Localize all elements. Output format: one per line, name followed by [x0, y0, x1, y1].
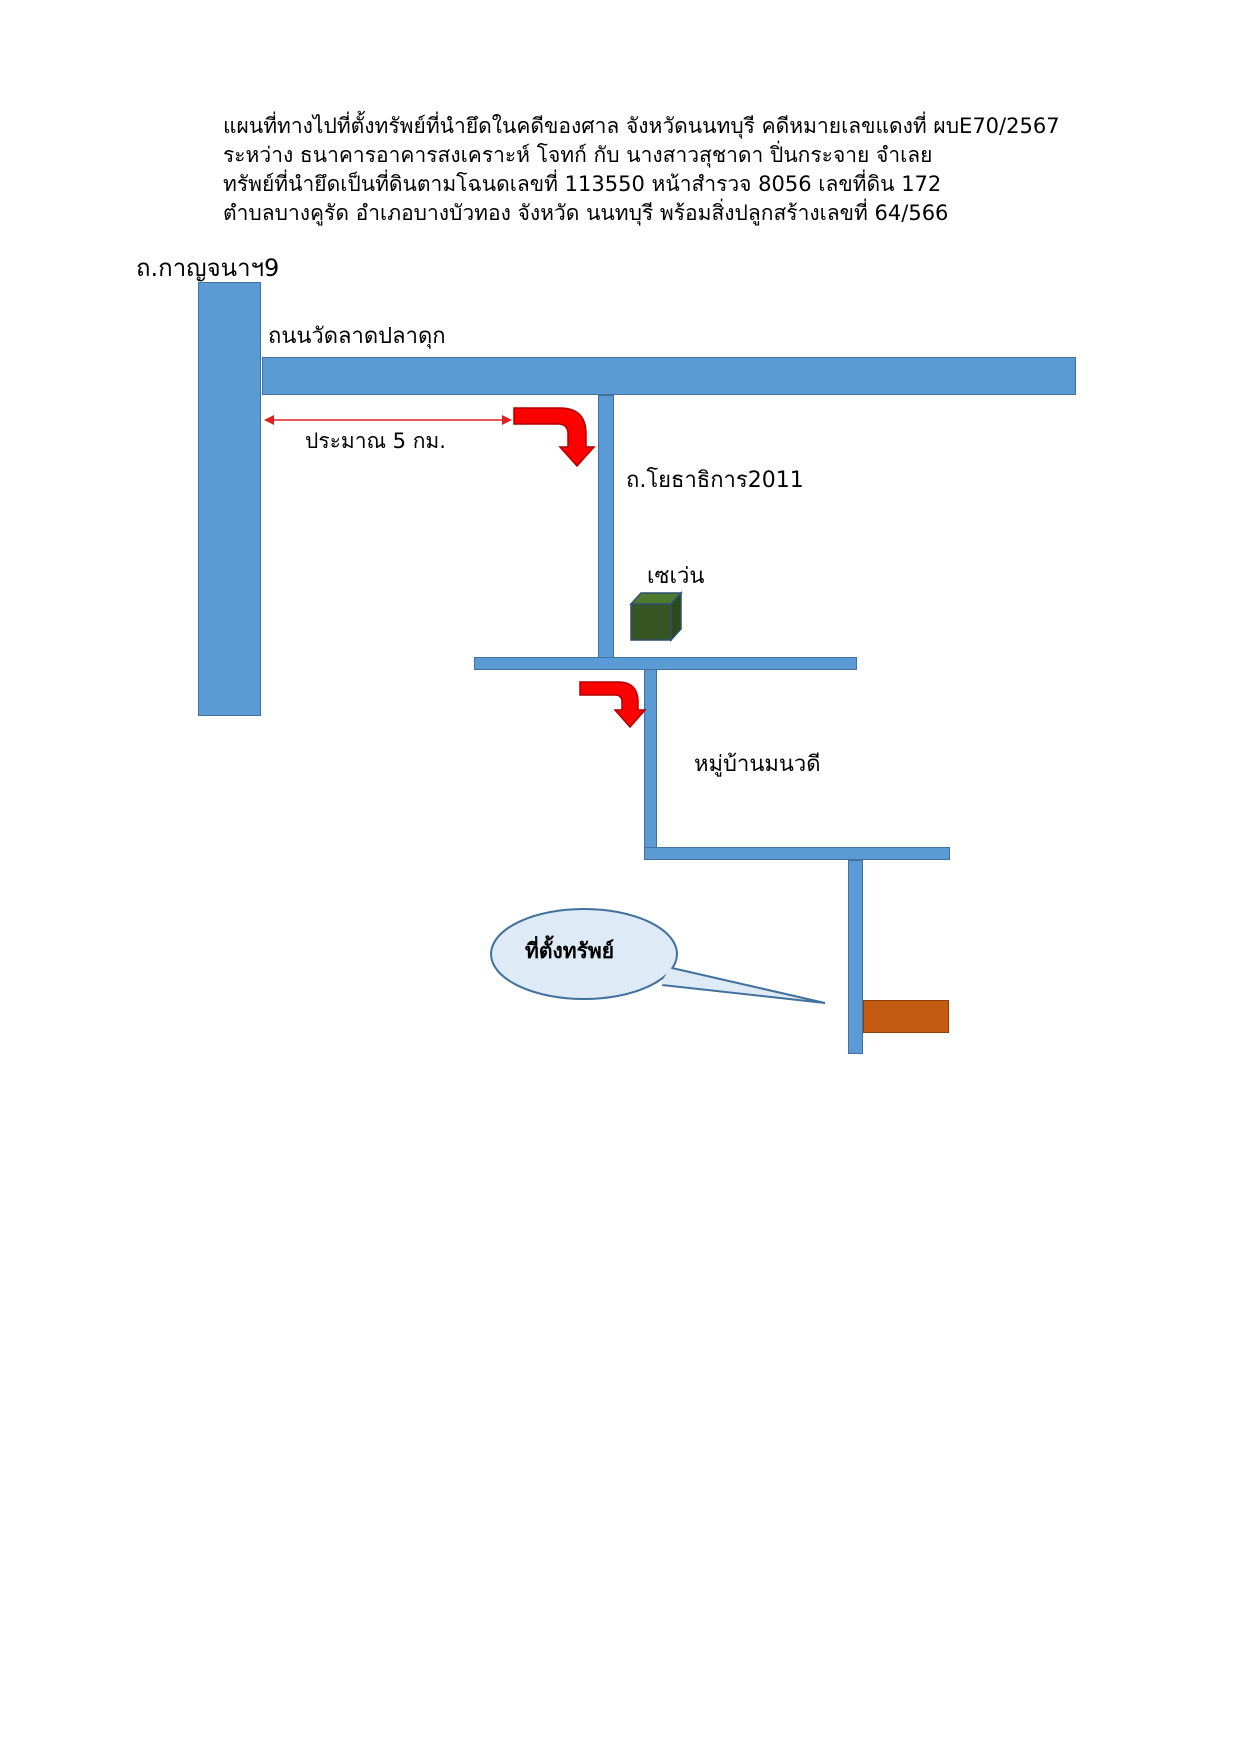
map-header: แผนที่ทางไปที่ตั้งทรัพย์ที่นำยึดในคดีของ… [223, 112, 1123, 228]
turn-right-arrow-icon [579, 681, 647, 729]
header-line-1: แผนที่ทางไปที่ตั้งทรัพย์ที่นำยึดในคดีของ… [223, 114, 1060, 138]
road-cross-1 [474, 657, 857, 670]
label-wat-lat-pla-duk-road: ถนนวัดลาดปลาดุก [268, 324, 446, 349]
property-callout [490, 908, 826, 1004]
road-to-property [848, 860, 863, 1054]
label-village: หมู่บ้านมนวดี [694, 752, 821, 777]
header-line-4: ตำบลบางคูรัด อำเภอบางบัวทอง จังหวัด นนทบ… [223, 201, 949, 225]
property-marker-icon [863, 1000, 949, 1033]
label-kanchana-road: ถ.กาญจนาฯ9 [136, 254, 280, 282]
label-yothathikan-road: ถ.โยธาธิการ2011 [626, 468, 804, 493]
header-line-2: ระหว่าง ธนาคารอาคารสงเคราะห์ โจทก์ กับ น… [223, 143, 933, 167]
label-seven-eleven: เซเว่น [647, 564, 705, 589]
header-line-3: ทรัพย์ที่นำยึดเป็นที่ดินตามโฉนดเลขที่ 11… [223, 172, 942, 196]
turn-right-arrow-icon [513, 407, 596, 468]
store-cube-icon [629, 591, 683, 642]
label-property-location: ที่ตั้งทรัพย์ [525, 939, 615, 963]
label-distance: ประมาณ 5 กม. [305, 429, 446, 453]
road-cross-2 [644, 847, 950, 860]
road-kanchana [198, 282, 261, 716]
road-wat-lat-pla-duk [262, 357, 1076, 395]
distance-arrow-icon [264, 415, 512, 425]
